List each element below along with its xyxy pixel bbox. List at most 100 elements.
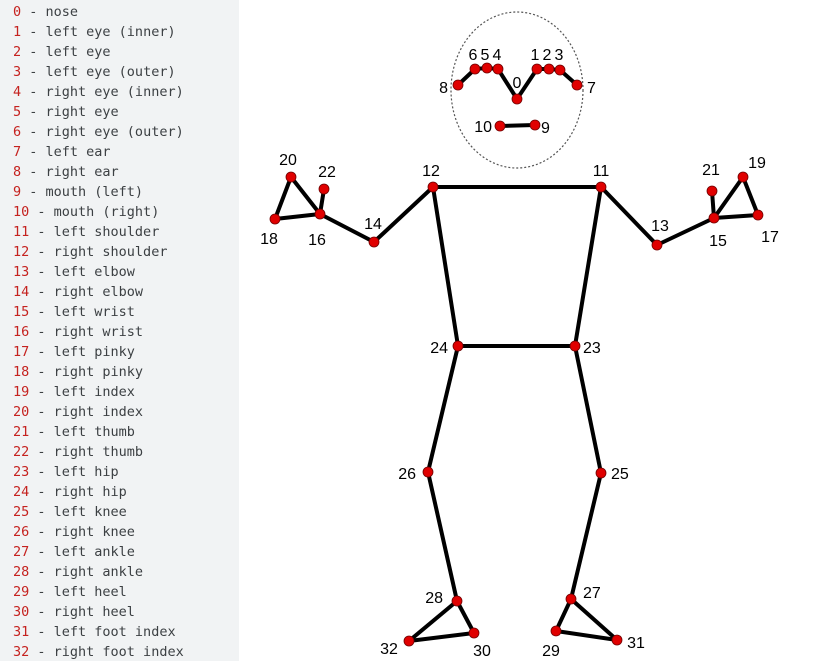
legend-number: 13 [13,264,30,280]
landmark-point-15 [708,212,720,224]
legend-label: left shoulder [53,224,160,240]
legend-separator: - [21,184,46,200]
bone-11-23 [573,185,603,348]
legend-label: left elbow [53,264,135,280]
landmark-label-24: 24 [430,340,448,357]
bone-18-20 [273,175,293,221]
legend-label: right eye [45,104,119,120]
landmark-point-30 [468,627,480,639]
legend-label: right eye (inner) [45,84,184,100]
legend-row: 20 - right index [13,402,239,422]
landmark-point-25 [595,467,607,479]
legend-separator: - [21,124,46,140]
legend-label: right hip [53,484,127,500]
landmark-label-22: 22 [318,164,336,181]
landmark-point-23 [569,340,581,352]
legend-separator: - [29,464,54,480]
landmark-point-28 [451,595,463,607]
legend-separator: - [29,404,54,420]
legend-label: right index [53,404,144,420]
legend-row: 14 - right elbow [13,282,239,302]
landmark-point-16 [314,208,326,220]
legend-separator: - [29,504,54,520]
bone-14-16 [318,212,376,244]
legend-label: right ear [45,164,119,180]
landmark-label-23: 23 [583,340,601,357]
landmark-label-18: 18 [260,231,278,248]
landmark-label-16: 16 [308,232,326,249]
legend-row: 7 - left ear [13,142,239,162]
landmark-point-9 [529,119,541,131]
legend-label: right heel [53,604,135,620]
landmark-label-25: 25 [611,466,629,483]
legend-row: 23 - left hip [13,462,239,482]
landmark-point-14 [368,236,380,248]
landmark-label-31: 31 [627,635,645,652]
legend-number: 0 [13,4,22,20]
legend-separator: - [29,484,54,500]
landmark-label-32: 32 [380,641,398,658]
landmark-label-15: 15 [709,233,727,250]
legend-label: nose [45,4,79,20]
landmark-label-0: 0 [513,75,522,92]
legend-row: 11 - left shoulder [13,222,239,242]
legend-separator: - [21,24,46,40]
legend-row: 24 - right hip [13,482,239,502]
bone-28-30 [455,599,476,635]
legend-row: 32 - right foot index [13,642,239,662]
legend-row: 4 - right eye (inner) [13,82,239,102]
legend-number: 23 [13,464,30,480]
legend-row: 1 - left eye (inner) [13,22,239,42]
legend-separator: - [29,624,54,640]
legend-label: left eye (inner) [45,24,176,40]
landmark-point-19 [737,171,749,183]
bone-0-4 [496,67,519,101]
legend-number: 22 [13,444,30,460]
legend-separator: - [29,324,54,340]
legend-label: right elbow [53,284,144,300]
bone-11-13 [599,185,659,247]
bone-16-20 [289,175,322,216]
legend-number: 28 [13,564,30,580]
legend-row: 19 - left index [13,382,239,402]
bone-27-31 [569,597,619,642]
legend-number: 19 [13,384,30,400]
landmark-point-8 [452,79,464,91]
landmark-label-5: 5 [481,47,490,64]
legend-row: 10 - mouth (right) [13,202,239,222]
skeleton-connections [273,66,760,643]
landmark-label-13: 13 [651,218,669,235]
legend-number: 4 [13,84,22,100]
landmark-label-10: 10 [474,119,492,136]
legend-separator: - [29,544,54,560]
legend-row: 18 - right pinky [13,362,239,382]
landmark-point-18 [269,213,281,225]
landmark-label-1: 1 [531,47,540,64]
legend-row: 22 - right thumb [13,442,239,462]
legend-separator: - [21,84,46,100]
legend-number: 21 [13,424,30,440]
landmark-label-29: 29 [542,643,560,660]
legend-label: right eye (outer) [45,124,184,140]
face-outline [450,11,584,169]
landmark-point-24 [452,340,464,352]
legend-number: 32 [13,644,30,660]
landmark-label-11: 11 [593,163,610,180]
landmark-point-26 [422,466,434,478]
legend-separator: - [29,344,54,360]
bone-16-18 [273,212,322,221]
landmark-points [269,62,764,647]
legend-separator: - [21,4,46,20]
bone-28-32 [407,599,459,643]
legend-row: 2 - left eye [13,42,239,62]
legend-separator: - [29,224,54,240]
landmark-point-0 [511,93,523,105]
legend-row: 13 - left elbow [13,262,239,282]
landmark-label-28: 28 [425,590,443,607]
legend-number: 18 [13,364,30,380]
legend-number: 30 [13,604,30,620]
legend-label: left ear [45,144,111,160]
bone-15-19 [712,175,745,220]
legend-row: 26 - right knee [13,522,239,542]
legend-row: 25 - left knee [13,502,239,522]
